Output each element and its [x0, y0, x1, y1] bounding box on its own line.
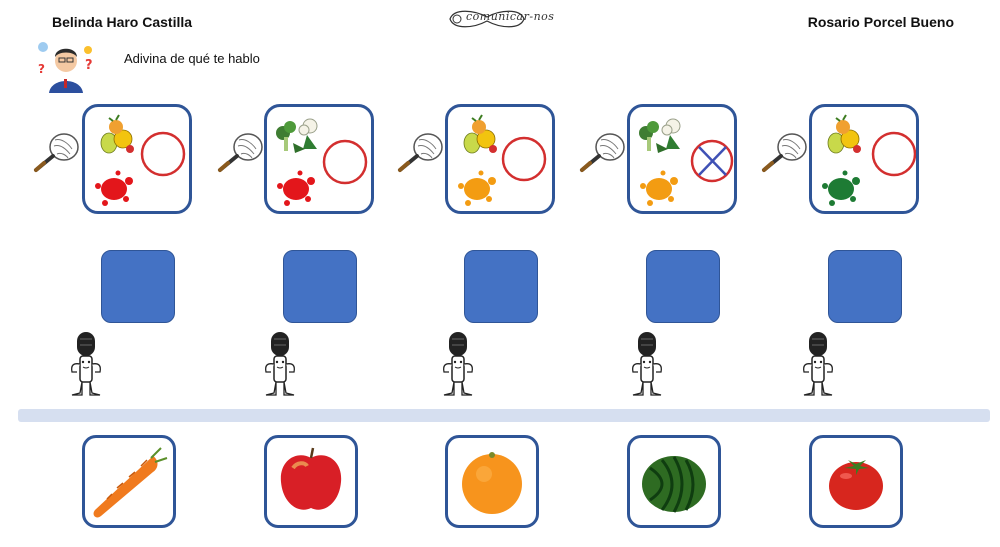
vegetables-icon — [639, 118, 681, 153]
clue-card-2 — [264, 104, 374, 214]
magnifier-icon — [34, 133, 79, 172]
option-card-watermelon[interactable] — [627, 435, 721, 528]
magnifier-icon — [218, 133, 263, 172]
fruits-icon — [100, 114, 134, 154]
option-card-tomato[interactable] — [809, 435, 903, 528]
paint-splash-icon — [822, 170, 860, 206]
answer-drop-box-3[interactable] — [464, 250, 538, 323]
fruits-icon — [463, 114, 497, 154]
microphone-icon[interactable] — [627, 331, 667, 397]
paint-splash-icon — [640, 170, 678, 206]
magnifier-icon — [580, 133, 625, 172]
apple-icon — [280, 447, 342, 510]
thinking-boy-icon: ? ? — [38, 42, 93, 93]
svg-text:?: ? — [85, 58, 93, 73]
tomato-icon — [829, 460, 883, 510]
option-card-orange[interactable] — [445, 435, 539, 528]
microphone-icon[interactable] — [66, 331, 106, 397]
clue-card-3 — [445, 104, 555, 214]
author-left: Belinda Haro Castilla — [52, 14, 193, 30]
comunicar-logo-icon — [449, 10, 525, 28]
clue-card-5 — [809, 104, 919, 214]
answer-drop-box-4[interactable] — [646, 250, 720, 323]
microphone-icon[interactable] — [260, 331, 300, 397]
watermelon-icon — [642, 456, 706, 513]
instruction-text: Adivina de qué te hablo — [124, 51, 260, 66]
carrot-icon — [93, 447, 168, 518]
divider-bar — [18, 409, 990, 422]
option-card-apple[interactable] — [264, 435, 358, 528]
svg-text:?: ? — [38, 62, 45, 76]
option-card-carrot[interactable] — [82, 435, 176, 528]
microphone-icon[interactable] — [438, 331, 478, 397]
paint-splash-icon — [277, 170, 315, 206]
answer-drop-box-5[interactable] — [828, 250, 902, 323]
fruits-icon — [827, 114, 861, 154]
magnifier-icon — [398, 133, 443, 172]
vegetables-icon — [276, 118, 318, 153]
microphone-icon[interactable] — [798, 331, 838, 397]
paint-splash-icon — [458, 170, 496, 206]
orange-icon — [462, 452, 522, 514]
magnifier-icon — [762, 133, 807, 172]
answer-drop-box-1[interactable] — [101, 250, 175, 323]
paint-splash-icon — [95, 170, 133, 206]
answer-drop-box-2[interactable] — [283, 250, 357, 323]
crossed-circle-icon — [690, 139, 734, 183]
clue-card-1 — [82, 104, 192, 214]
clue-card-4 — [627, 104, 737, 214]
logo-text: comunicar-nos — [466, 10, 555, 23]
author-right: Rosario Porcel Bueno — [807, 14, 954, 30]
